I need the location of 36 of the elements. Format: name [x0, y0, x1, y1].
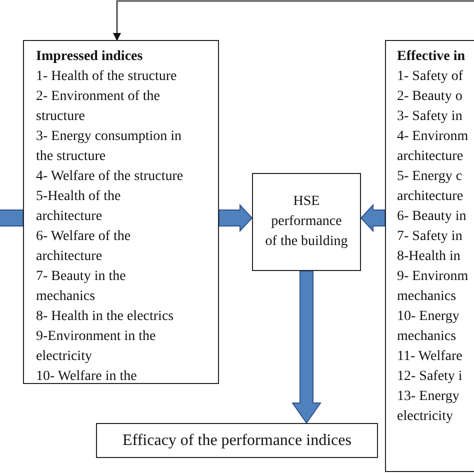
text-box: [252, 173, 361, 271]
list-item: 5-Health of the architecture: [36, 188, 122, 226]
list-item: 8-Health in: [397, 248, 462, 266]
list-item: 12- Safety i: [397, 368, 464, 386]
list-item: 1- Health of the structure: [36, 68, 178, 86]
block-arrow: [292, 270, 322, 424]
list-item: 9- Environm mechanics: [397, 268, 470, 306]
list-item: 4- Environm architecture: [397, 128, 470, 166]
list-item: 4- Welfare of the structure: [36, 168, 184, 186]
list-item: 7- Safety in: [397, 228, 464, 246]
list-item: 3- Safety in: [397, 108, 464, 126]
text-box: [385, 40, 474, 472]
list-item: 10- Welfare in the: [36, 368, 138, 386]
block-arrow: [360, 204, 386, 232]
box-text: HSE performance of the building: [264, 193, 348, 251]
list-item: 3- Energy consumption in the structure: [36, 128, 183, 166]
list-item: 11- Welfare: [397, 348, 464, 366]
list-item: 8- Health in the electrics: [36, 308, 175, 326]
list-item: 2- Environment of the structure: [36, 88, 162, 126]
text-box: [96, 423, 378, 458]
text-box: [23, 40, 219, 384]
arrow: [113, 0, 474, 41]
block-arrow: [0, 210, 24, 226]
list-item: 5- Energy c architecture: [397, 168, 464, 206]
list-item: 13- Energy electricity: [397, 388, 460, 426]
block-arrow: [218, 204, 253, 232]
list-item: 6- Welfare of the architecture: [36, 228, 132, 266]
list-item: 6- Beauty in: [397, 208, 468, 226]
box-heading: Impressed indices: [36, 48, 143, 66]
list-item: 2- Beauty o: [397, 88, 464, 106]
list-item: 1- Safety of: [397, 68, 464, 86]
box-heading: Effective in: [397, 48, 466, 66]
box-text: Efficacy of the performance indices: [122, 430, 352, 450]
list-item: 9-Environment in the electricity: [36, 328, 157, 366]
list-item: 7- Beauty in the mechanics: [36, 268, 127, 306]
list-item: 10- Energy mechanics: [397, 308, 460, 346]
